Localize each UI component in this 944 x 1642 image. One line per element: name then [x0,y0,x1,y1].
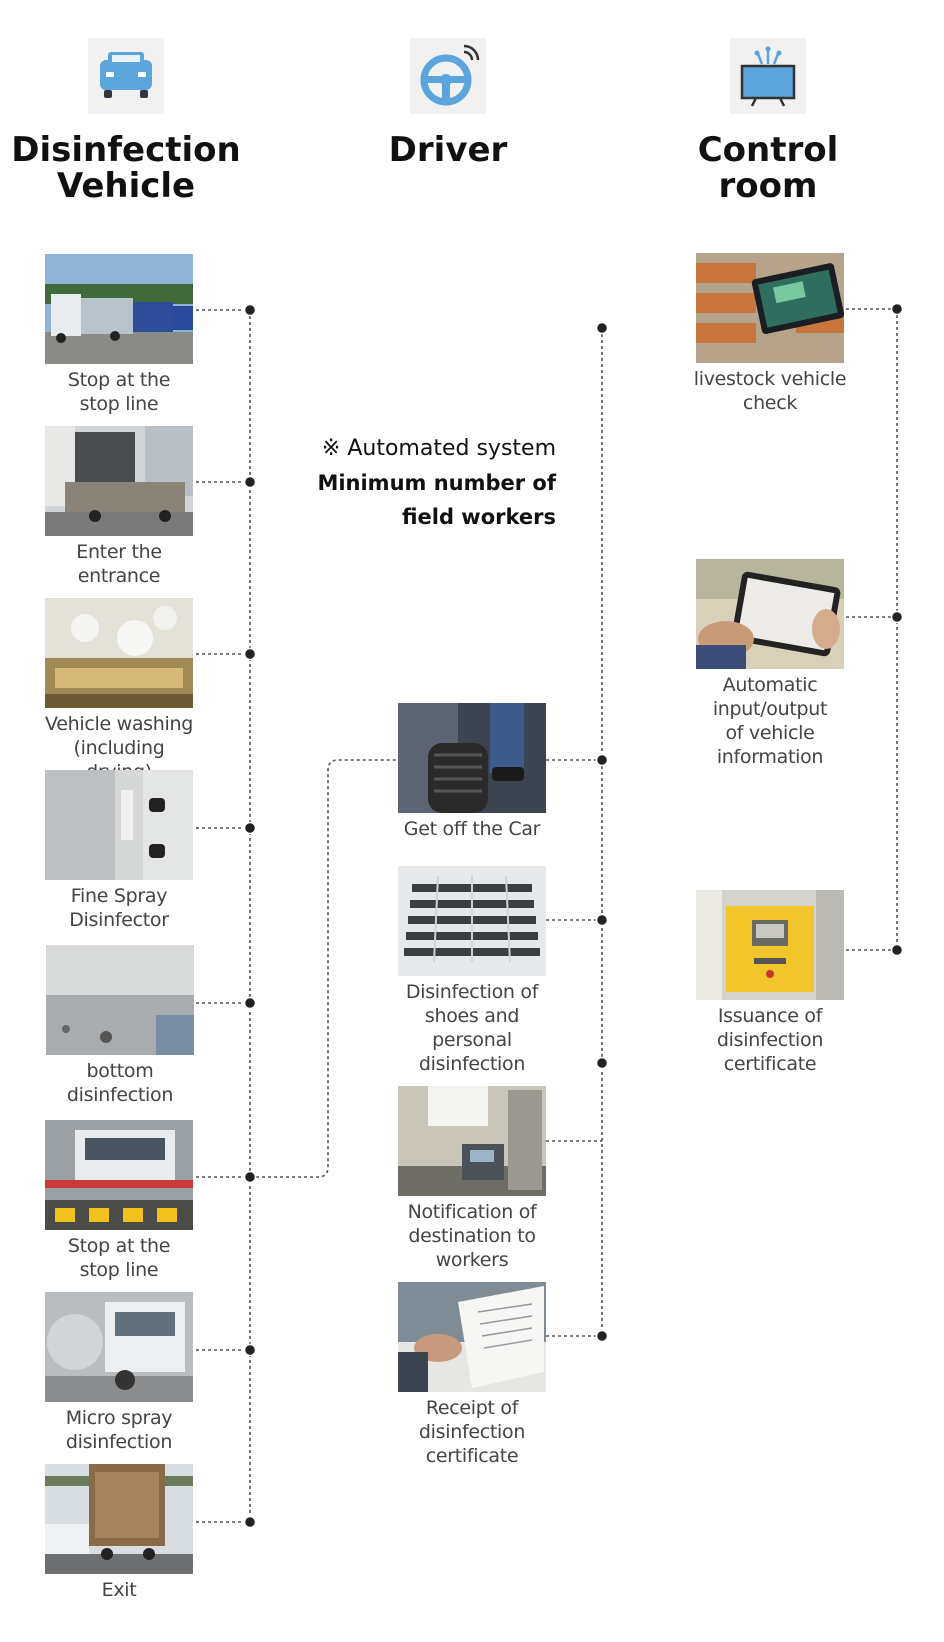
trucks-parked-photo [45,254,193,364]
vehicle-step-3: Vehicle washing (including drying) [45,598,193,784]
driver-stepping-down-photo [398,703,546,813]
control-column-header: Control room [642,38,894,204]
truck-mist-photo [45,1292,193,1402]
vehicle-step-4: Fine Spray Disinfector [45,770,193,932]
step-label: Issuance of disinfection certificate [716,1005,824,1075]
monitor-icon [730,38,806,114]
vehicle-step-1: Stop at the stop line [45,254,193,416]
vehicle-step-2: Enter the entrance [45,426,193,588]
shoe-disinfection-mat-photo [398,866,546,976]
vehicle-step-5: bottom disinfection [46,945,194,1107]
driver-step-2: Disinfection of shoes and personal disin… [383,866,561,1076]
steering-wheel-icon [410,38,486,114]
step-label: Notification of destination to workers [407,1201,537,1271]
water-spray-photo [45,598,193,708]
step-label: bottom disinfection [66,1060,174,1106]
connector-dot [595,321,609,335]
connector-dot [595,753,609,767]
control-column-title: Control room [697,130,839,206]
connector-dot [243,821,257,835]
step-label: Disinfection of shoes and personal disin… [405,981,539,1075]
step-label: Exit [101,1579,137,1601]
driver-column-title: Driver [388,130,508,170]
step-label: Fine Spray Disinfector [69,885,169,931]
vehicle-column-title: Disinfection Vehicle [11,130,241,206]
driver-step-4: Receipt of disinfection certificate [398,1282,546,1468]
control-step-3: Issuance of disinfection certificate [686,890,854,1076]
truck-entering-photo [45,426,193,536]
certificate-machine-photo [696,890,844,1000]
automation-note: ※ Automated system Minimum number of fie… [288,432,556,534]
connector-dot [595,913,609,927]
control-step-1: livestock vehicle check [686,253,854,415]
driver-column-header: Driver [322,38,574,168]
step-label: Receipt of disinfection certificate [418,1397,526,1467]
connector-dot [595,1056,609,1070]
note-automated-system: ※ Automated system [321,436,556,461]
spray-nozzles-photo [45,770,193,880]
connector-dot [890,610,904,624]
step-label: Automatic input/output of vehicle inform… [712,674,828,768]
connector-dot [243,303,257,317]
step-label: Micro spray disinfection [65,1407,173,1453]
connector-dot [890,943,904,957]
connector-dot [595,1329,609,1343]
connector-dot [243,1515,257,1529]
driver-step-3: Notification of destination to workers [398,1086,546,1272]
tablet-hands-photo [696,559,844,669]
receipt-paper-photo [398,1282,546,1392]
step-label: Stop at the stop line [67,369,171,415]
vehicle-step-8: Exit [45,1464,193,1602]
connector-dot [243,1343,257,1357]
truck-icon [88,38,164,114]
floor-nozzles-photo [46,945,194,1055]
step-label: Get off the Car [403,818,541,840]
connector-dot [243,1170,257,1184]
driver-step-1: Get off the Car [398,703,546,841]
connector-dot [243,475,257,489]
connector-dot [243,996,257,1010]
vehicle-step-6: Stop at the stop line [45,1120,193,1282]
terminal-kiosk-photo [398,1086,546,1196]
vehicle-column-header: Disinfection Vehicle [0,38,252,204]
step-label: Stop at the stop line [67,1235,171,1281]
tablet-warehouse-photo [696,253,844,363]
note-minimum-workers: Minimum number of field workers [317,471,556,529]
vehicle-step-7: Micro spray disinfection [45,1292,193,1454]
step-label: Enter the entrance [76,541,162,587]
vehicle-to-driver-branch [250,759,398,1178]
control-step-2: Automatic input/output of vehicle inform… [686,559,854,769]
step-label: livestock vehicle check [693,368,847,414]
connector-dot [243,647,257,661]
truck-exit-photo [45,1464,193,1574]
connector-dot [890,302,904,316]
truck-stop-line-photo [45,1120,193,1230]
